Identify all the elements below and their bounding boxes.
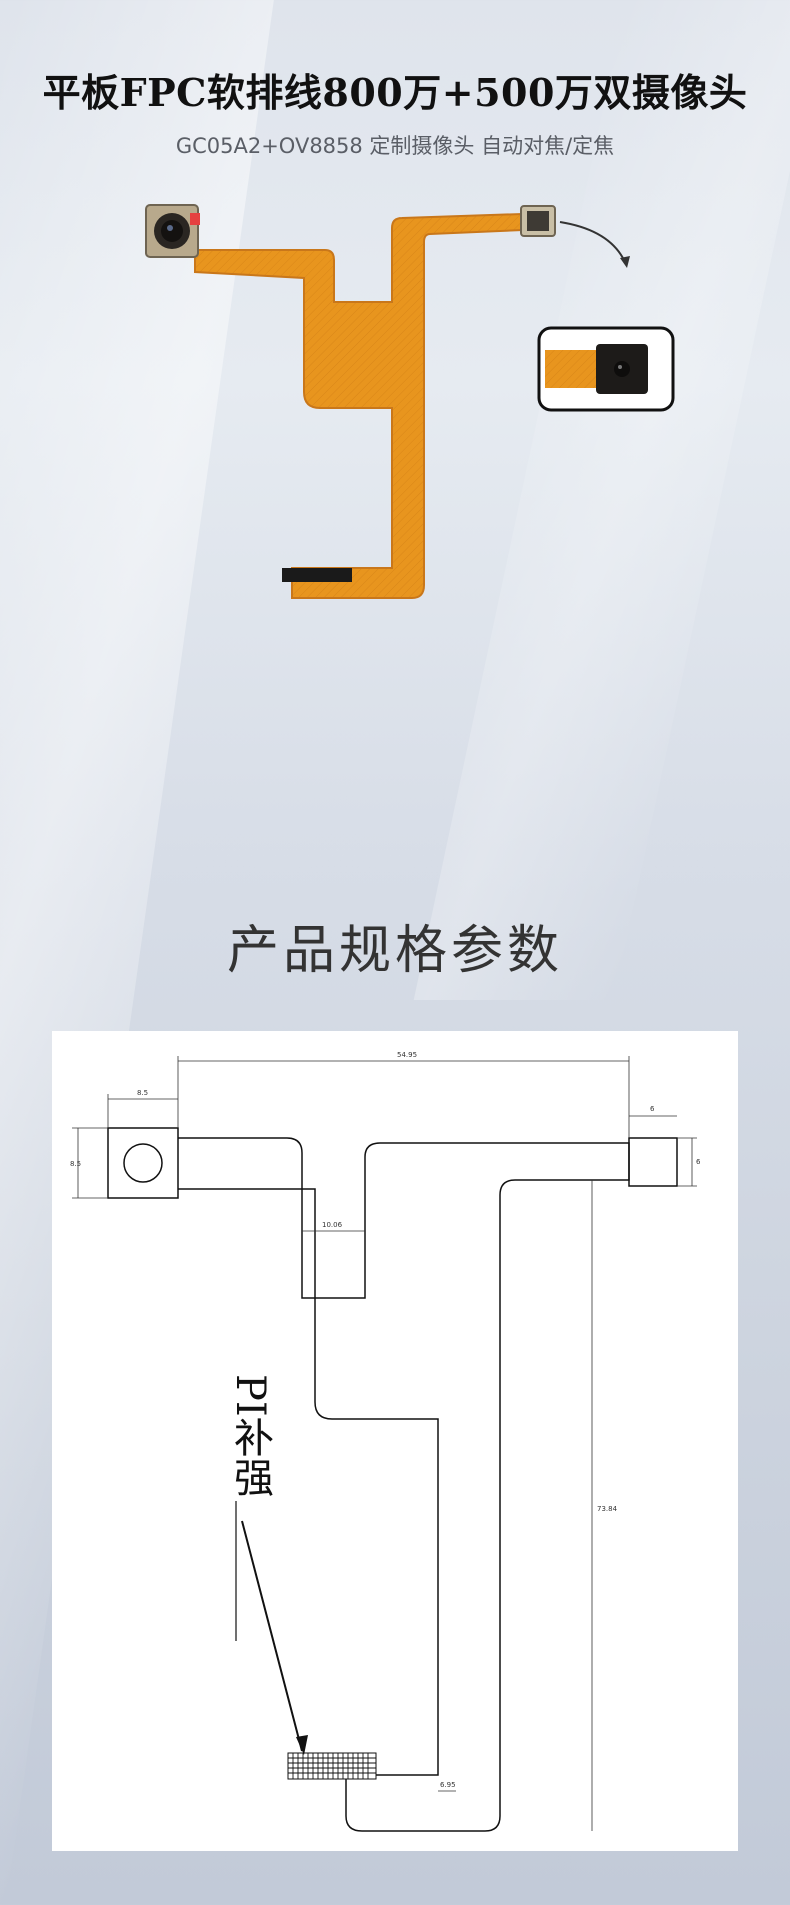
section-title: 产品规格参数	[226, 921, 563, 981]
dim-length: 73.84	[597, 1505, 618, 1513]
arrow-icon	[559, 221, 626, 263]
pi-stiffener-area	[287, 1752, 377, 1780]
fpc-cable	[194, 212, 523, 599]
fpc-connector	[282, 568, 352, 582]
dim-left-cam-height: 8.5	[70, 1160, 81, 1168]
dim-right-cam-width: 6	[650, 1105, 655, 1113]
page-subtitle: GC05A2+OV8858 定制摄像头 自动对焦/定焦	[175, 134, 615, 158]
pi-leader-line	[241, 1520, 303, 1752]
left-camera-module	[145, 204, 200, 258]
drawing-fpc-outline	[178, 1137, 630, 1832]
pi-stiffener-label: PI补强	[227, 1374, 273, 1497]
product-photo	[145, 204, 675, 599]
dim-right-cam-height: 6	[696, 1158, 701, 1166]
dim-total-width: 54.95	[397, 1051, 417, 1059]
right-camera-module	[520, 205, 556, 237]
drawing-left-camera	[107, 1127, 179, 1199]
zoom-inset	[537, 326, 675, 412]
dim-gap: 10.06	[322, 1221, 343, 1229]
dim-connector: 6.95	[440, 1781, 456, 1789]
technical-drawing: 54.95 8.5 8.5 6 6 10.06 73.84 6.95	[52, 1031, 738, 1851]
page-title: 平板FPC软排线800万+500万双摄像头	[42, 70, 748, 115]
dim-left-cam-width: 8.5	[137, 1089, 148, 1097]
drawing-right-camera	[628, 1137, 678, 1187]
